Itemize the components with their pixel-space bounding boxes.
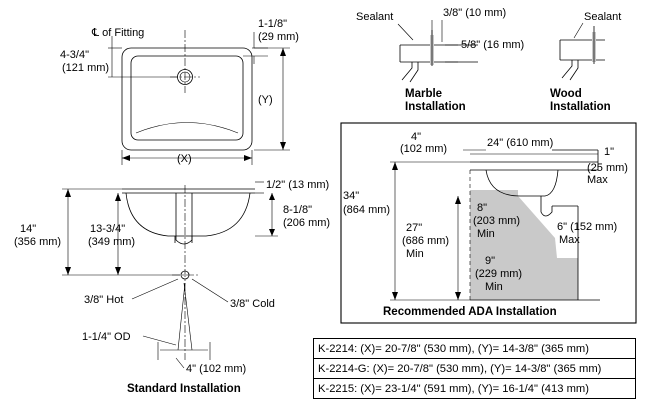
ada-dim-6: 6" (152 mm)	[557, 221, 617, 233]
basin-profile	[125, 192, 251, 237]
ada-dim-24: 24" (610 mm)	[487, 137, 553, 149]
rim-dim: 1-1/8"	[258, 18, 287, 30]
ada-dim-1-mm: (25 mm)	[587, 162, 628, 174]
dim-depth: 8-1/8"	[283, 204, 312, 216]
section-view: 1/2" (13 mm) 8-1/8" (206 mm) 14" (356 mm…	[14, 179, 330, 395]
top-view: ℄ of Fitting 4-3/4" (121 mm) 1-1/8" (29 …	[60, 18, 299, 165]
ada-dim-27-min: Min	[406, 248, 424, 260]
ada-p-trap	[540, 196, 553, 217]
ada-basin	[485, 169, 559, 197]
drain-offset-dim: 4-3/4"	[60, 49, 89, 61]
cold-supply-label: 3/8" Cold	[230, 298, 275, 310]
rim-dim-mm: (29 mm)	[258, 31, 299, 43]
marble-dim-a: 3/8" (10 mm)	[443, 7, 506, 19]
ada-dim-9-min: Min	[485, 281, 503, 293]
ada-dim-1: 1"	[604, 146, 614, 158]
marble-sealant-label: Sealant	[356, 11, 393, 23]
ada-caption: Recommended ADA Installation	[383, 306, 557, 318]
sink-basin-outline	[130, 55, 244, 141]
ada-dim-34-mm: (864 mm)	[343, 204, 390, 216]
marble-sink-rim	[401, 62, 413, 81]
ada-dim-9: 9"	[485, 255, 495, 267]
standard-installation-caption: Standard Installation	[127, 383, 241, 395]
ada-dim-4-mm: (102 mm)	[400, 143, 447, 155]
ada-dim-1-max: Max	[587, 174, 608, 186]
ada-dim-6-max: Max	[559, 234, 580, 246]
dim-14: 14"	[20, 223, 36, 235]
table-cell: K-2214: (X)= 20-7/8" (530 mm), (Y)= 14-3…	[313, 338, 636, 359]
ada-installation: 4" (102 mm) 24" (610 mm) 1" (25 mm) Max …	[340, 122, 637, 324]
table-row: K-2214: (X)= 20-7/8" (530 mm), (Y)= 14-3…	[313, 338, 636, 359]
table-cell: K-2214-G: (X)= 20-7/8" (530 mm), (Y)= 14…	[313, 358, 636, 379]
drain-tailpiece	[175, 193, 193, 245]
dim-13-mm: (349 mm)	[88, 236, 135, 248]
y-dim-label: (Y)	[258, 94, 273, 106]
marble-caption-2: Installation	[405, 101, 466, 113]
table-row: K-2215: (X)= 23-1/4" (591 mm), (Y)= 16-1…	[313, 378, 636, 399]
wood-sealant-label: Sealant	[584, 11, 621, 23]
drain-od-label: 1-1/4" OD	[82, 331, 131, 343]
wood-installation: Sealant Wood Installation	[550, 11, 621, 113]
ada-frame	[340, 122, 637, 324]
marble-caption-1: Marble	[405, 88, 442, 100]
ada-dim-4: 4"	[411, 131, 421, 143]
cl-fitting-label: ℄ of Fitting	[91, 27, 144, 39]
ada-dim-9-mm: (229 mm)	[475, 268, 522, 280]
ada-dim-8: 8"	[477, 202, 487, 214]
wood-caption-2: Installation	[550, 101, 611, 113]
x-dim-label: (X)	[177, 153, 192, 165]
dim-14-mm: (356 mm)	[14, 236, 61, 248]
ada-dim-27-mm: (686 mm)	[402, 235, 449, 247]
sink-rim-outline	[121, 47, 253, 151]
hot-supply-label: 3/8" Hot	[84, 294, 123, 306]
marble-dim-b: 5/8" (16 mm)	[461, 39, 524, 51]
wood-caption-1: Wood	[550, 88, 582, 100]
ada-dim-27: 27"	[406, 222, 422, 234]
table-cell: K-2215: (X)= 23-1/4" (591 mm), (Y)= 16-1…	[313, 378, 636, 399]
model-dimension-table: K-2214: (X)= 20-7/8" (530 mm), (Y)= 14-3…	[313, 338, 636, 399]
dim-half-inch: 1/2" (13 mm)	[266, 179, 329, 191]
dim-depth-mm: (206 mm)	[283, 217, 330, 229]
knee-clearance-area	[470, 190, 578, 300]
dim-4-inch: 4" (102 mm)	[186, 363, 246, 375]
wood-sink-rim	[561, 60, 573, 79]
ada-dim-8-min: Min	[477, 228, 495, 240]
ada-dim-8-mm: (203 mm)	[473, 215, 520, 227]
drain-offset-dim-mm: (121 mm)	[62, 62, 109, 74]
ada-dim-34: 34"	[343, 190, 359, 202]
marble-installation: Sealant 3/8" (10 mm) 5/8" (16 mm) Marble…	[356, 7, 524, 113]
dim-13: 13-3/4"	[90, 223, 125, 235]
table-row: K-2214-G: (X)= 20-7/8" (530 mm), (Y)= 14…	[313, 358, 636, 379]
